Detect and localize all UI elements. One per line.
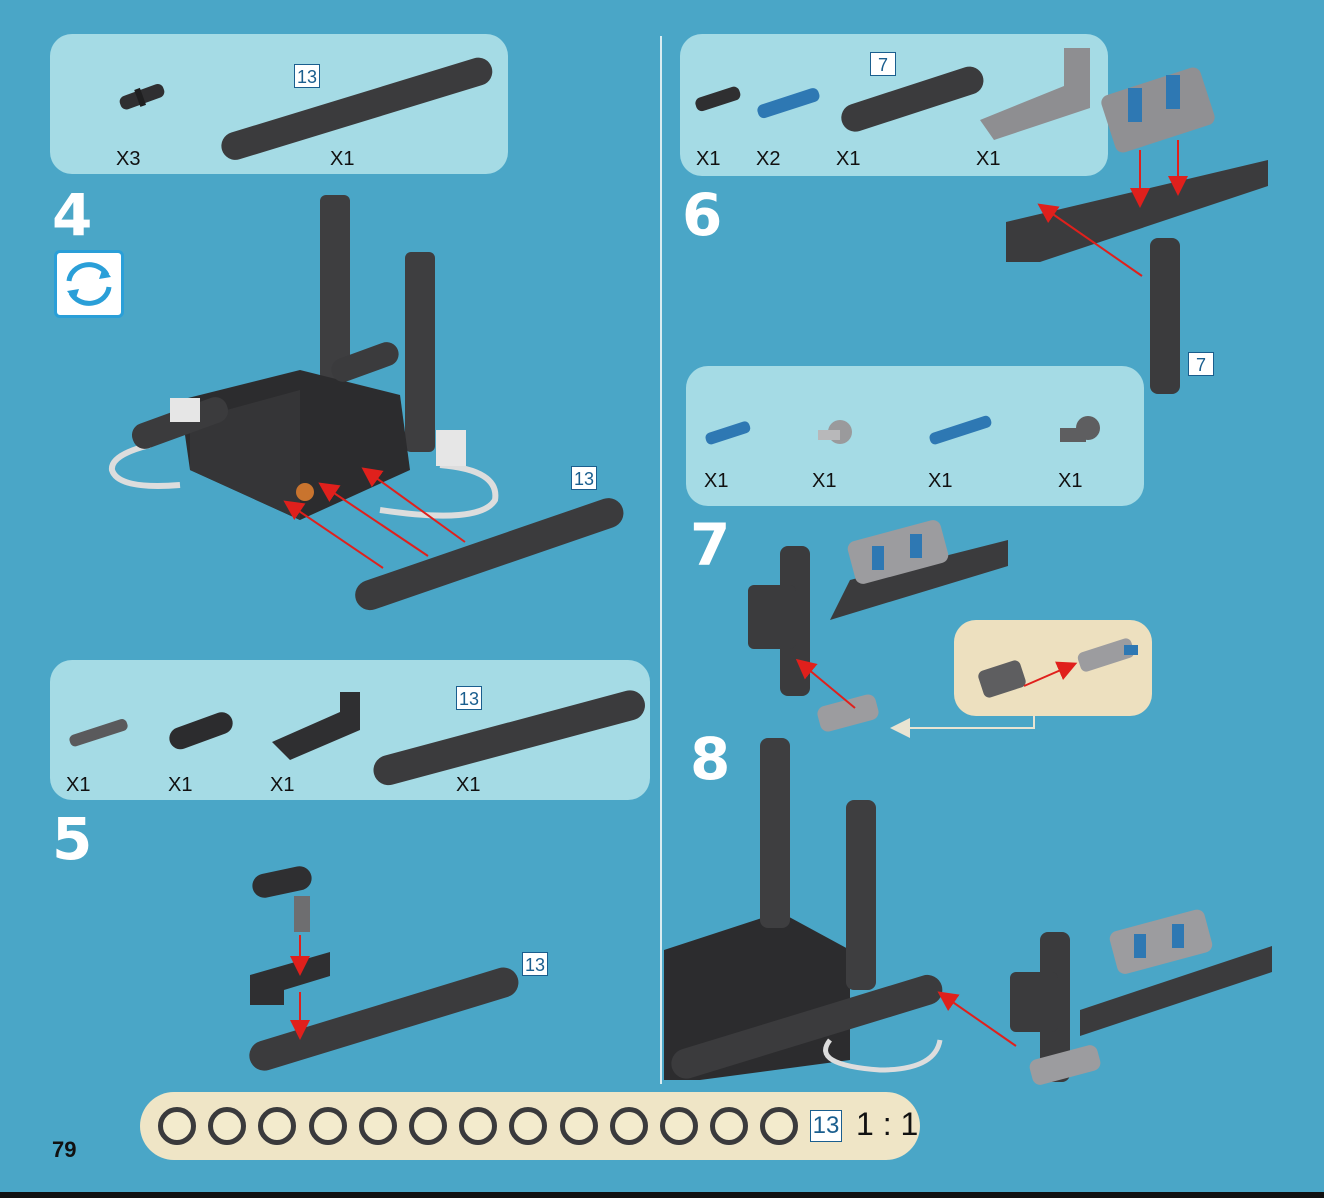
ruler-length-label: 13 bbox=[810, 1110, 842, 1142]
beam-length-label: 7 bbox=[1188, 352, 1214, 376]
ruler-hole bbox=[610, 1107, 648, 1145]
ruler-hole bbox=[710, 1107, 748, 1145]
beam-13-part bbox=[218, 54, 496, 163]
ruler-hole bbox=[158, 1107, 196, 1145]
step-number: 6 bbox=[682, 186, 722, 244]
beam-length-label: 13 bbox=[522, 952, 548, 976]
l-beam-part bbox=[272, 692, 360, 760]
quantity-label: X1 bbox=[270, 774, 294, 797]
ruler-hole bbox=[560, 1107, 598, 1145]
quantity-label: X1 bbox=[812, 470, 836, 493]
ruler-hole bbox=[409, 1107, 447, 1145]
quantity-label: X3 bbox=[116, 148, 140, 171]
ruler-hole bbox=[208, 1107, 246, 1145]
quantity-label: X1 bbox=[168, 774, 192, 797]
quantity-label: X1 bbox=[696, 148, 720, 171]
pin-part bbox=[117, 80, 166, 113]
ruler-hole bbox=[359, 1107, 397, 1145]
step-number: 4 bbox=[52, 186, 92, 244]
quantity-label: X1 bbox=[976, 148, 1000, 171]
beam-length-label: 13 bbox=[294, 64, 320, 88]
bottom-edge bbox=[0, 1192, 1324, 1198]
quantity-label: X1 bbox=[928, 470, 952, 493]
step-number: 7 bbox=[690, 516, 730, 574]
quantity-label: X1 bbox=[704, 470, 728, 493]
step-number: 5 bbox=[52, 810, 92, 868]
quantity-label: X2 bbox=[756, 148, 780, 171]
quantity-label: X1 bbox=[1058, 470, 1082, 493]
quantity-label: X1 bbox=[836, 148, 860, 171]
ruler-hole bbox=[309, 1107, 347, 1145]
quantity-label: X1 bbox=[456, 774, 480, 797]
page-number: 79 bbox=[52, 1137, 76, 1163]
beam-length-label: 7 bbox=[870, 52, 896, 76]
quantity-label: X1 bbox=[66, 774, 90, 797]
step-number: 8 bbox=[690, 730, 730, 788]
ruler-hole bbox=[459, 1107, 497, 1145]
ruler-hole bbox=[660, 1107, 698, 1145]
rotate-icon bbox=[54, 250, 124, 318]
beam-length-label: 13 bbox=[456, 686, 482, 710]
beam-length-label: 13 bbox=[571, 466, 597, 490]
motor-assembly-step-4 bbox=[112, 195, 495, 520]
quantity-label: X1 bbox=[330, 148, 354, 171]
scale-ratio: 1 : 1 bbox=[856, 1106, 918, 1143]
